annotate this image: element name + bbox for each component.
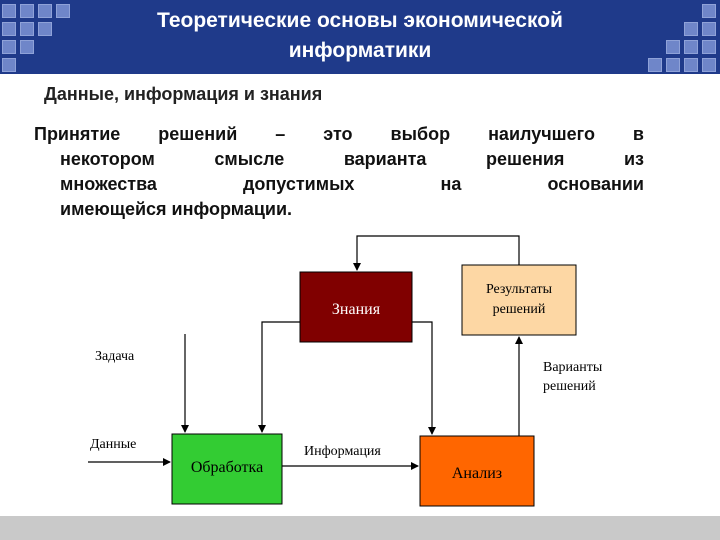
slide-title-line1: Теоретические основы экономической — [157, 9, 563, 32]
task-label: Задача — [95, 349, 135, 364]
word: – — [275, 124, 286, 144]
definition-paragraph: Принятие решений – это выбор наилучшего … — [34, 122, 644, 222]
paragraph-line4: имеющейся информации. — [60, 199, 293, 219]
paragraph-line1: Принятие решений – это выбор наилучшего … — [34, 122, 644, 147]
word: Принятие — [34, 124, 121, 144]
knowledge-to-analysis-arrow — [412, 321, 436, 435]
word: наилучшего — [488, 124, 595, 144]
knowledge-node — [299, 271, 413, 343]
results-label-line2: решений — [493, 302, 546, 317]
word: решений — [158, 124, 238, 144]
slide-subtitle: Данные, информация и знания — [44, 84, 323, 104]
word: на — [440, 174, 462, 194]
processing-node — [171, 433, 283, 505]
knowledge-to-processing-arrow — [258, 321, 300, 433]
slide-header: Теоретические основы экономической инфор… — [0, 0, 720, 74]
results-node — [461, 264, 577, 336]
word: выбор — [390, 124, 451, 144]
slide-title: Теоретические основы экономической инфор… — [70, 6, 650, 66]
word: варианта — [343, 149, 427, 169]
analysis-node — [419, 435, 535, 507]
word: допустимых — [243, 174, 355, 194]
analysis-label: Анализ — [452, 465, 502, 482]
word: в — [632, 124, 644, 144]
data-label: Данные — [90, 437, 136, 452]
word: некотором — [60, 149, 155, 169]
variants-label-line2: решений — [543, 379, 596, 394]
word: множества — [60, 174, 157, 194]
footer-bar — [0, 516, 720, 540]
paragraph-line3: множества допустимых на основании — [34, 172, 644, 197]
paragraph-line2: некотором смысле варианта решения из — [34, 147, 644, 172]
knowledge-label: Знания — [332, 301, 381, 318]
word: из — [623, 149, 644, 169]
word: смысле — [214, 149, 285, 169]
slide-title-line2: информатики — [288, 39, 432, 62]
word: решения — [485, 149, 565, 169]
variants-label-line1: Варианты — [543, 360, 603, 375]
word: основании — [547, 174, 644, 194]
results-label-line1: Результаты — [486, 282, 553, 297]
processing-label: Обработка — [191, 459, 263, 476]
feedback-arrow — [353, 235, 520, 271]
information-label: Информация — [304, 444, 381, 459]
word: это — [323, 124, 353, 144]
